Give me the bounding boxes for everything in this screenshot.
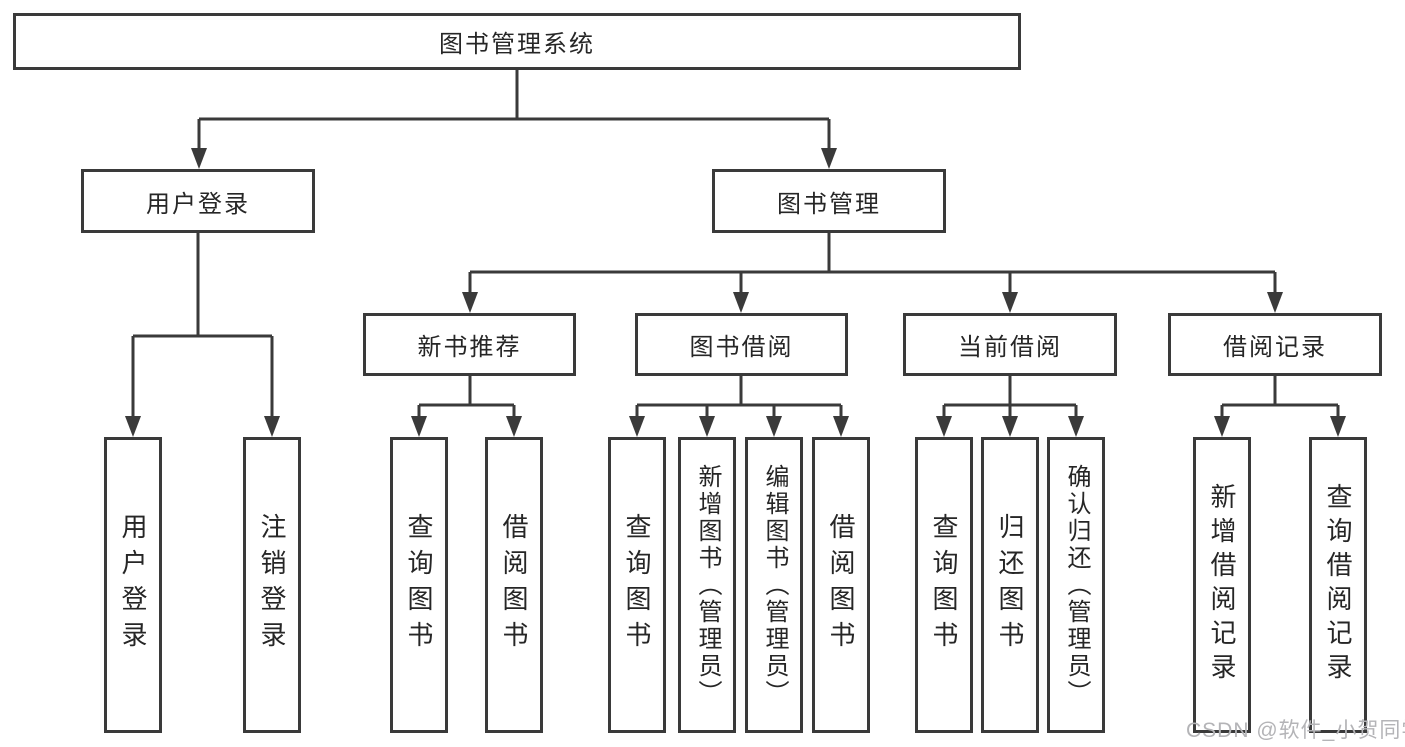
leaf-add-book-admin: 新增图书（管理员） — [678, 437, 736, 733]
leaf-label: 编辑图书（管理员） — [761, 463, 788, 707]
node-label: 图书管理 — [777, 190, 881, 218]
leaf-logout: 注销登录 — [243, 437, 301, 733]
node-book-borrow: 图书借阅 — [635, 313, 848, 376]
node-borrow-records: 借阅记录 — [1168, 313, 1382, 376]
leaf-label: 用户登录 — [118, 513, 148, 657]
leaf-query-books-borrow: 查询图书 — [608, 437, 666, 733]
node-user-login-branch: 用户登录 — [81, 169, 315, 233]
leaf-edit-book-admin: 编辑图书（管理员） — [745, 437, 803, 733]
node-label: 当前借阅 — [958, 334, 1062, 361]
node-library-management-system: 图书管理系统 — [13, 13, 1021, 70]
leaf-label: 确认归还（管理员） — [1063, 463, 1090, 707]
leaf-return-book: 归还图书 — [981, 437, 1039, 733]
leaf-user-login: 用户登录 — [104, 437, 162, 733]
leaf-query-books-current: 查询图书 — [915, 437, 973, 733]
leaf-confirm-return-admin: 确认归还（管理员） — [1047, 437, 1105, 733]
node-label: 借阅记录 — [1223, 334, 1327, 361]
leaf-label: 查询借阅记录 — [1323, 483, 1353, 687]
leaf-label: 新增借阅记录 — [1207, 483, 1237, 687]
csdn-watermark: CSDN @软件_小贺同学 — [1186, 719, 1405, 742]
leaf-label: 注销登录 — [257, 513, 287, 657]
node-label: 图书管理系统 — [439, 31, 595, 58]
leaf-label: 借阅图书 — [826, 513, 856, 657]
node-label: 用户登录 — [146, 190, 250, 218]
node-current-borrow: 当前借阅 — [903, 313, 1117, 376]
leaf-add-borrow-record: 新增借阅记录 — [1193, 437, 1251, 733]
leaf-borrow-books-recommend: 借阅图书 — [485, 437, 543, 733]
leaf-label: 归还图书 — [995, 513, 1025, 657]
leaf-borrow-books: 借阅图书 — [812, 437, 870, 733]
leaf-label: 新增图书（管理员） — [694, 463, 721, 707]
leaf-label: 借阅图书 — [499, 513, 529, 657]
leaf-label: 查询图书 — [622, 513, 652, 657]
node-label: 新书推荐 — [417, 334, 522, 361]
leaf-query-books-recommend: 查询图书 — [390, 437, 448, 733]
leaf-label: 查询图书 — [404, 513, 434, 657]
node-book-management-branch: 图书管理 — [712, 169, 946, 233]
leaf-query-borrow-record: 查询借阅记录 — [1309, 437, 1367, 733]
node-new-book-recommend: 新书推荐 — [363, 313, 576, 376]
leaf-label: 查询图书 — [929, 513, 959, 657]
node-label: 图书借阅 — [689, 334, 794, 361]
